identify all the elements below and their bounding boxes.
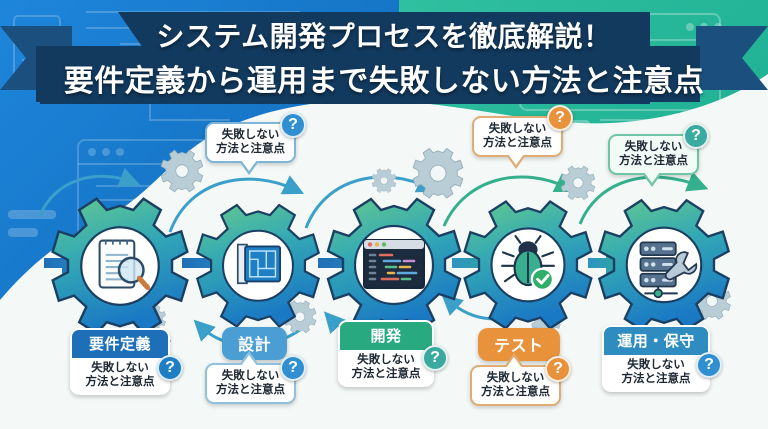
- callout-tail: [506, 357, 522, 368]
- callout-design-top[interactable]: 失敗しない 方法と注意点 ?: [205, 112, 306, 176]
- question-badge-requirements[interactable]: ?: [157, 355, 183, 381]
- step-note-development: 失敗しない 方法と注意点: [340, 350, 432, 386]
- question-glyph: ?: [691, 127, 701, 144]
- question-badge-development[interactable]: ?: [422, 345, 448, 371]
- callout-tail: [241, 355, 257, 366]
- callout-line-2: 方法と注意点: [216, 143, 285, 156]
- question-badge-operation[interactable]: ?: [696, 352, 722, 378]
- question-badge[interactable]: ?: [545, 356, 571, 382]
- step-card-development[interactable]: 開発 失敗しない 方法と注意点: [338, 320, 434, 388]
- callout-test-bottom[interactable]: 失敗しない 方法と注意点 ?: [470, 353, 571, 407]
- question-badge[interactable]: ?: [547, 105, 573, 131]
- gear-requirements: [51, 197, 189, 335]
- note-line-2: 方法と注意点: [351, 368, 421, 381]
- step-note-requirements: 失敗しない 方法と注意点: [72, 358, 168, 394]
- question-glyph: ?: [288, 116, 298, 133]
- callout-line-1: 失敗しない: [488, 123, 547, 135]
- callout-line-2: 方法と注意点: [619, 155, 688, 168]
- step-note-operation: 失敗しない 方法と注意点: [604, 355, 708, 391]
- callout-line-1: 失敗しない: [486, 372, 545, 384]
- question-glyph: ?: [704, 356, 714, 373]
- question-badge[interactable]: ?: [280, 112, 306, 138]
- callout-line-2: 方法と注意点: [483, 137, 552, 150]
- step-card-operation[interactable]: 運用・保守 失敗しない 方法と注意点: [602, 325, 710, 393]
- note-line-2: 方法と注意点: [85, 376, 155, 389]
- callout-test-top[interactable]: 失敗しない 方法と注意点 ?: [472, 105, 573, 170]
- note-line-1: 失敗しない: [91, 362, 149, 374]
- callout-tail: [508, 154, 524, 166]
- note-line-1: 失敗しない: [627, 359, 685, 371]
- note-line-2: 方法と注意点: [621, 373, 691, 386]
- server-wrench-icon: [639, 241, 698, 299]
- step-label-requirements: 要件定義: [72, 330, 168, 358]
- callout-line-2: 方法と注意点: [481, 386, 550, 399]
- gear-test: [463, 200, 593, 330]
- callout-line-2: 方法と注意点: [216, 384, 285, 397]
- question-glyph: ?: [288, 359, 298, 376]
- question-badge[interactable]: ?: [683, 123, 709, 149]
- step-label-operation: 運用・保守: [604, 327, 708, 355]
- step-label-development: 開発: [340, 322, 432, 350]
- title-ribbon-shape: [0, 12, 768, 104]
- blueprint-icon: [236, 243, 282, 285]
- step-card-requirements[interactable]: 要件定義 失敗しない 方法と注意点: [70, 328, 170, 396]
- question-badge[interactable]: ?: [280, 355, 306, 381]
- question-glyph: ?: [555, 109, 565, 126]
- callout-tail: [241, 160, 257, 172]
- note-line-1: 失敗しない: [357, 354, 415, 366]
- callout-operation-top[interactable]: 失敗しない 方法と注意点 ?: [608, 123, 709, 188]
- callout-design-bottom[interactable]: 失敗しない 方法と注意点 ?: [205, 351, 306, 405]
- gear-design: [195, 203, 321, 328]
- callout-line-1: 失敗しない: [221, 129, 280, 141]
- bug-check-icon: [501, 235, 555, 291]
- callout-line-1: 失敗しない: [624, 141, 683, 153]
- callout-line-1: 失敗しない: [221, 370, 280, 382]
- code-window-icon: [363, 239, 425, 289]
- question-glyph: ?: [165, 359, 175, 376]
- document-magnifier-icon: [98, 239, 151, 291]
- callout-tail: [644, 172, 660, 184]
- gear-development: [326, 197, 462, 333]
- gear-operation: [597, 198, 731, 332]
- question-glyph: ?: [430, 349, 440, 366]
- question-glyph: ?: [553, 360, 563, 377]
